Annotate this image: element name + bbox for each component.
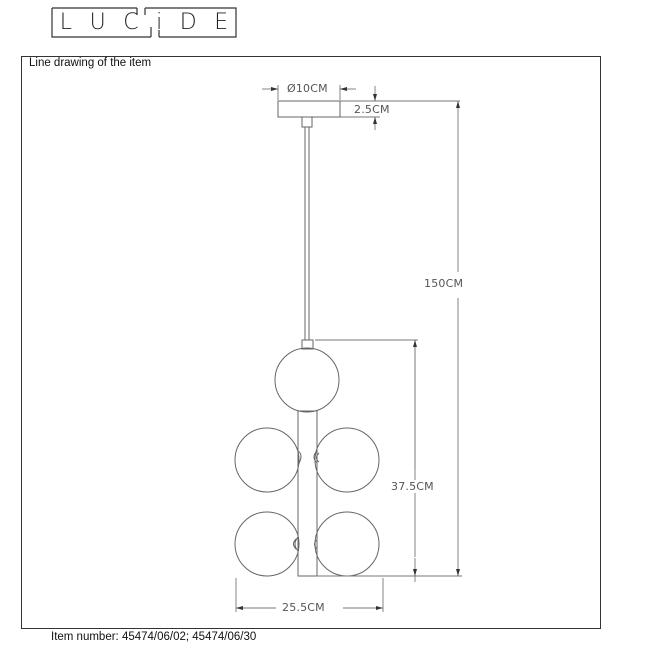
globe-bottom-left <box>234 511 300 577</box>
drawing-frame <box>21 56 601 629</box>
item-number: Item number: 45474/06/02; 45474/06/30 <box>51 631 257 643</box>
lucide-logo: L U C i D E <box>51 7 237 38</box>
logo-letter: L <box>59 10 73 35</box>
logo-letter: C <box>123 10 139 35</box>
globe-mid-left <box>234 427 300 493</box>
logo-letter: i <box>156 10 163 35</box>
frame-title: Line drawing of the item <box>29 57 152 69</box>
dimension-fixture-width: 25.5CM <box>282 601 325 614</box>
dimension-total-height: 150CM <box>424 277 464 290</box>
logo-letter: E <box>214 10 229 35</box>
canopy-shape <box>277 100 341 118</box>
globe-mid-right <box>314 427 380 493</box>
dimension-canopy-diameter: Ø10CM <box>287 82 328 95</box>
logo-frame-icon <box>51 7 237 38</box>
globe-top <box>274 347 340 413</box>
dimension-canopy-height: 2.5CM <box>354 103 390 116</box>
logo-letter: D <box>179 10 197 35</box>
globe-bottom-right <box>314 511 380 577</box>
dimension-fixture-height: 37.5CM <box>391 480 434 493</box>
central-rod <box>297 410 318 577</box>
logo-letter: U <box>89 10 106 35</box>
